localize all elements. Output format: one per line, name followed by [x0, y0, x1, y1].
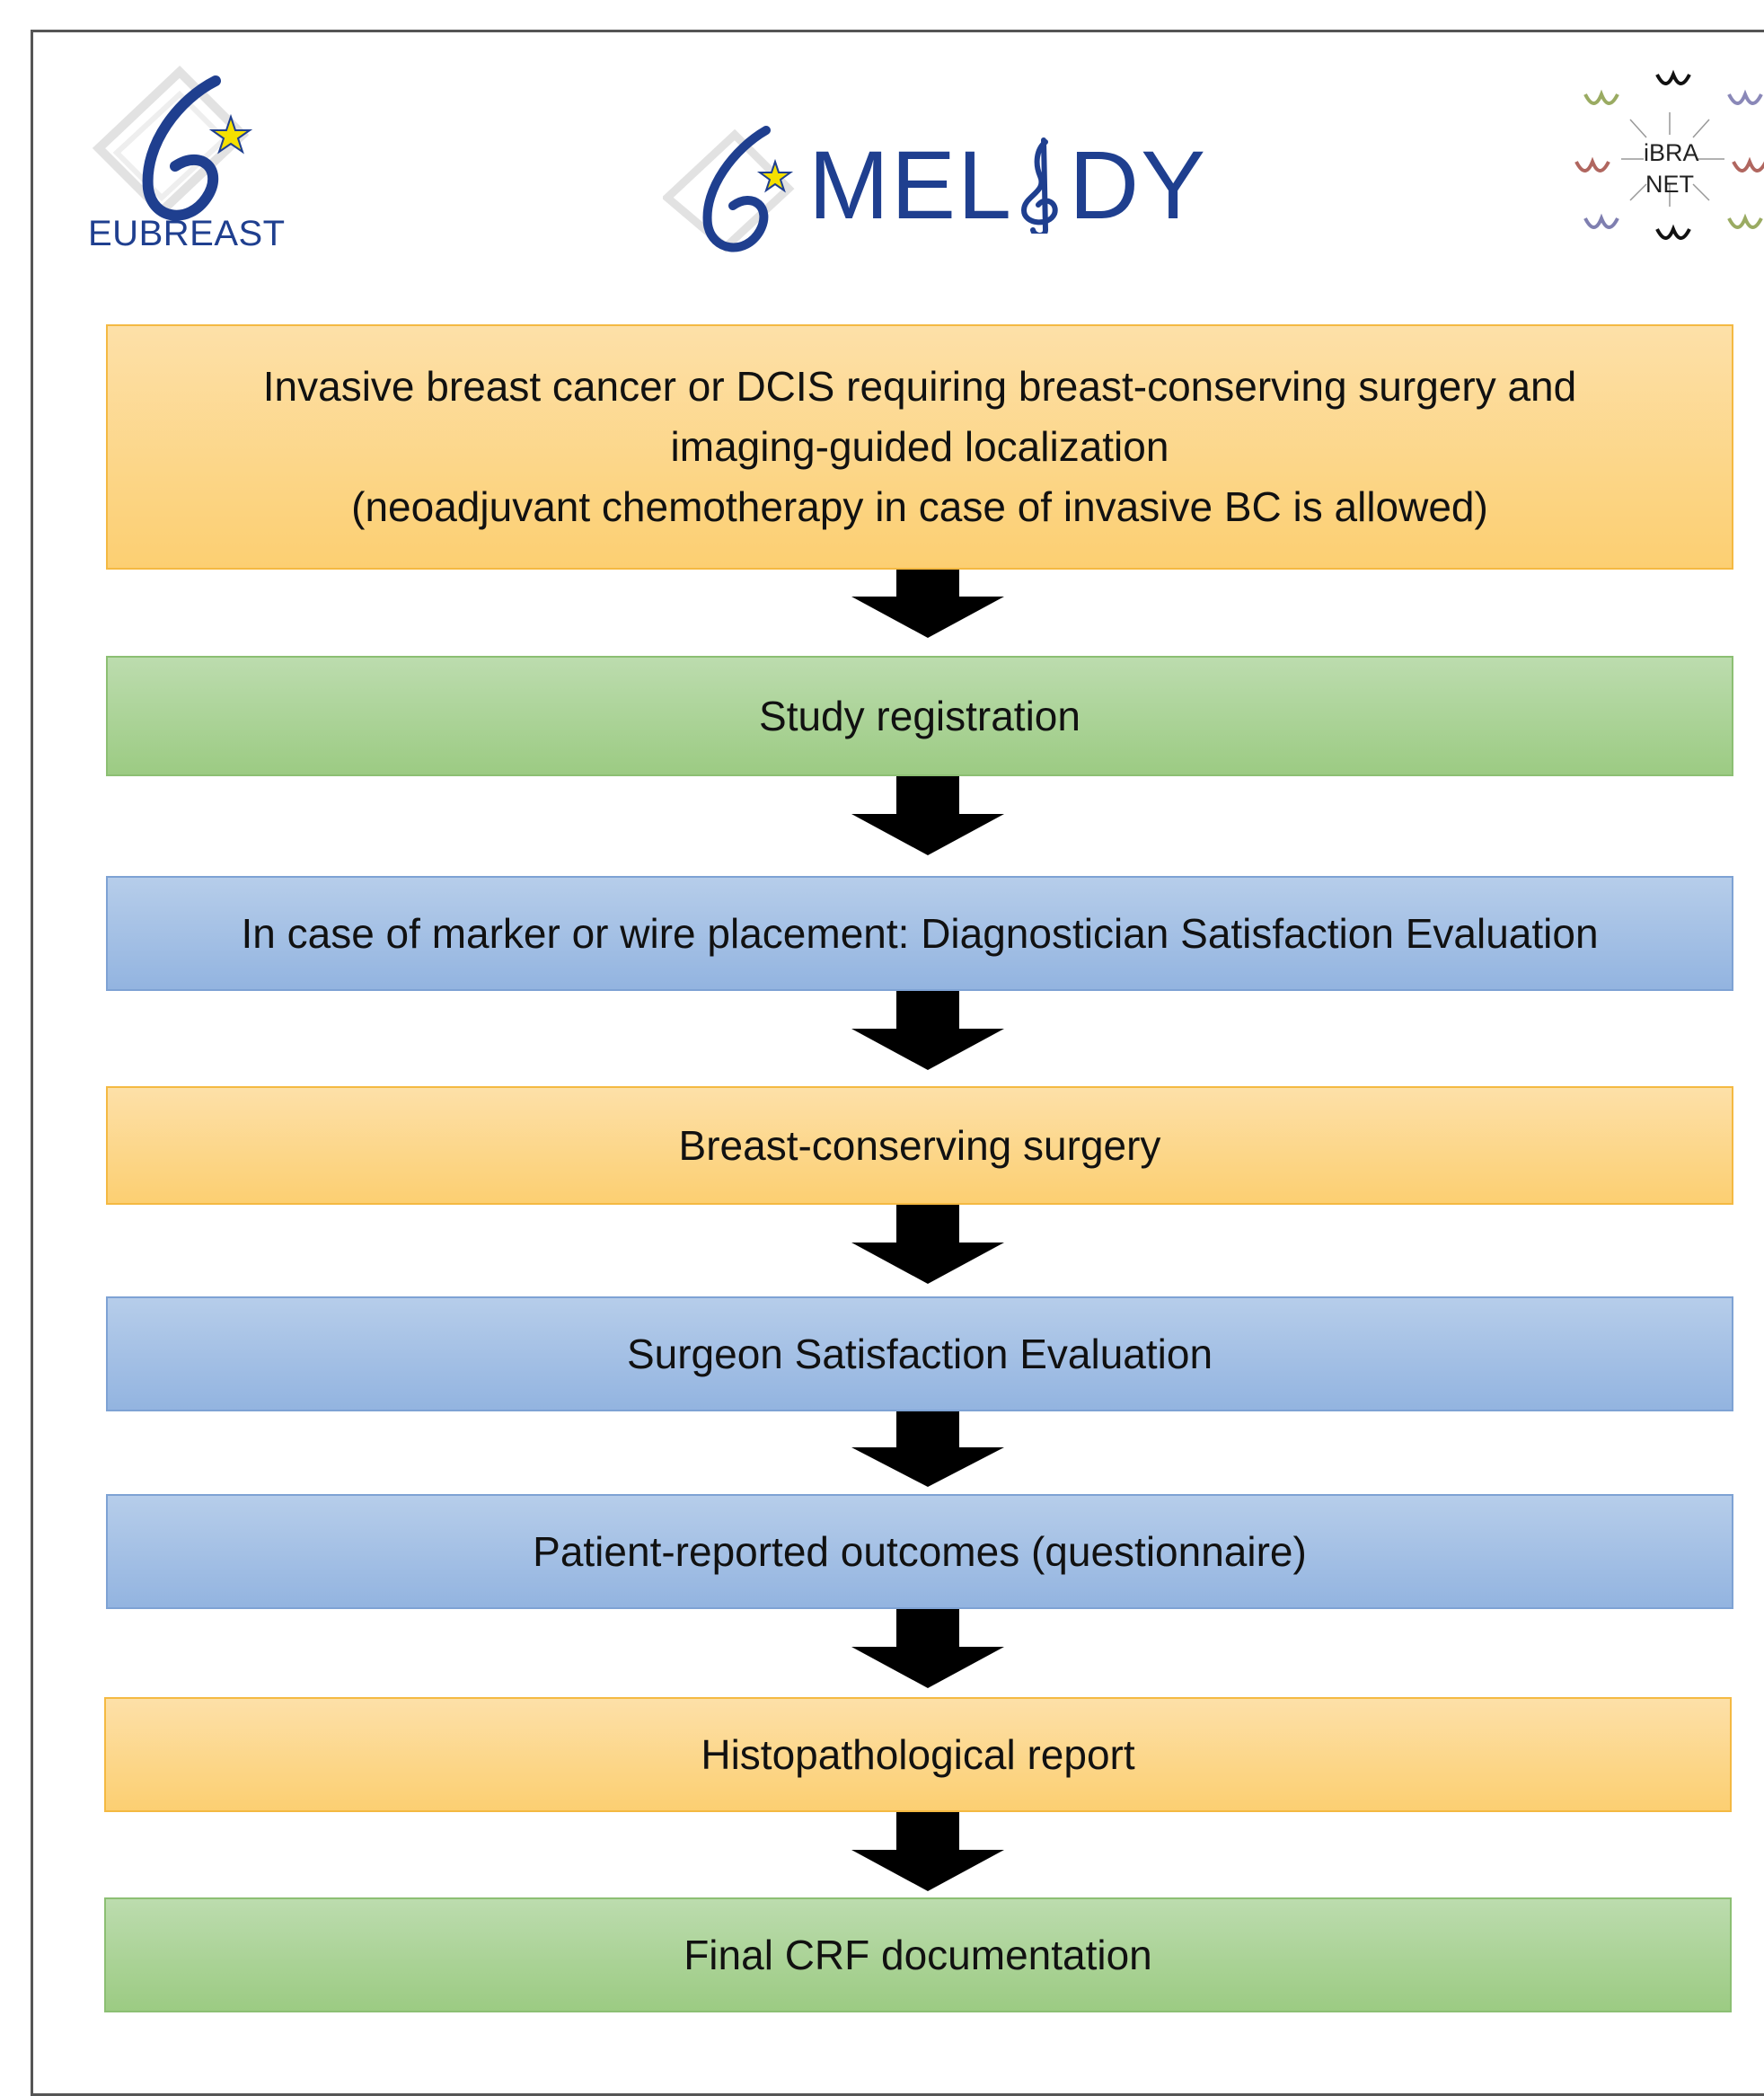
step-diagnostician-evaluation-label: In case of marker or wire placement: Dia… — [241, 909, 1599, 957]
step-final-crf-documentation: Final CRF documentation — [104, 1897, 1732, 2012]
bra-icons — [1574, 69, 1764, 240]
net-label: NET — [1645, 171, 1694, 198]
step-final-crf-documentation-label: Final CRF documentation — [684, 1931, 1152, 1978]
step-surgeon-evaluation: Surgeon Satisfaction Evaluation — [106, 1296, 1733, 1411]
step-breast-conserving-surgery: Breast-conserving surgery — [106, 1086, 1733, 1205]
step-study-registration-label: Study registration — [759, 692, 1080, 739]
melody-wordmark-suffix: DY — [1069, 130, 1208, 239]
arrow-down-icon — [851, 1812, 1004, 1891]
step-histopathological-report: Histopathological report — [104, 1697, 1732, 1812]
step-eligibility-line-2: imaging-guided localization — [670, 423, 1169, 471]
arrow-down-icon — [851, 1205, 1004, 1284]
ibra-label: iBRA — [1644, 139, 1699, 166]
arrow-down-icon — [851, 1411, 1004, 1487]
melody-emblem — [663, 126, 795, 253]
arrow-down-icon — [851, 776, 1004, 855]
step-patient-reported-outcomes: Patient-reported outcomes (questionnaire… — [106, 1494, 1733, 1609]
eubreast-logo — [92, 66, 253, 221]
step-patient-reported-outcomes-label: Patient-reported outcomes (questionnaire… — [533, 1527, 1307, 1575]
step-study-registration: Study registration — [106, 656, 1733, 776]
arrow-down-icon — [851, 991, 1004, 1070]
eubreast-wordmark: EUBREAST — [88, 214, 286, 253]
step-breast-conserving-surgery-label: Breast-conserving surgery — [678, 1121, 1161, 1169]
melody-wordmark-prefix: MEL — [808, 130, 1014, 239]
step-histopathological-report-label: Histopathological report — [701, 1730, 1135, 1778]
ibra-net-logo — [1574, 69, 1764, 240]
arrow-down-icon — [851, 570, 1004, 638]
step-eligibility-line-3: (neoadjuvant chemotherapy in case of inv… — [351, 482, 1488, 530]
arrow-down-icon — [851, 1609, 1004, 1688]
treble-clef-icon — [1021, 137, 1058, 234]
step-eligibility: Invasive breast cancer or DCIS requiring… — [106, 324, 1733, 570]
step-eligibility-line-1: Invasive breast cancer or DCIS requiring… — [262, 363, 1577, 411]
step-surgeon-evaluation-label: Surgeon Satisfaction Evaluation — [626, 1330, 1213, 1377]
step-diagnostician-evaluation: In case of marker or wire placement: Dia… — [106, 876, 1733, 991]
